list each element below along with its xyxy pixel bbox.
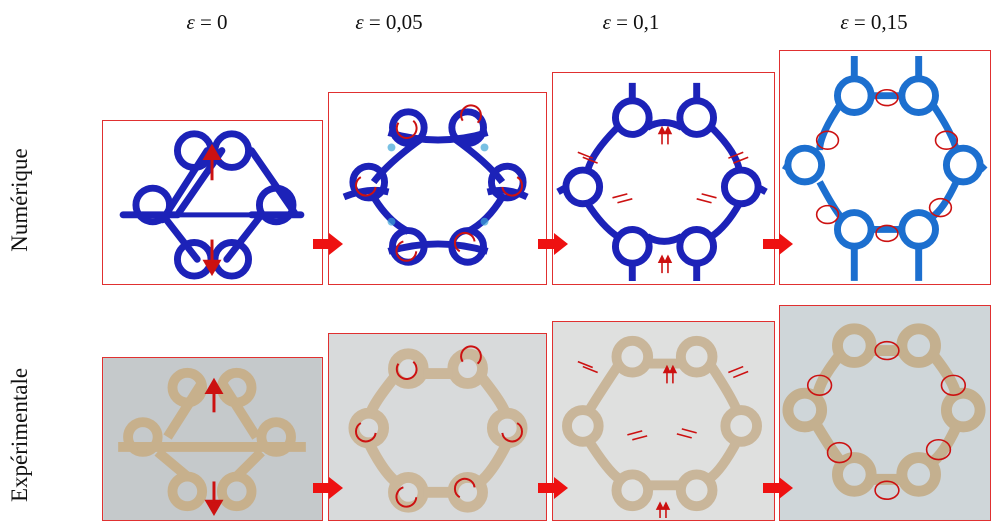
column-label-strain-015: ε = 0,15: [840, 10, 908, 34]
numeric-panel-strain-01: [552, 72, 775, 285]
photo-structure-strain-015: [780, 306, 990, 520]
step-arrow-photo-1: [313, 477, 343, 499]
step-arrow-photo-2: [538, 477, 568, 499]
numeric-structure-strain-0: [119, 130, 305, 280]
step-arrow-photo-3: [763, 477, 793, 499]
photo-panel-strain-01: [552, 321, 775, 521]
numeric-structure-strain-005: [342, 104, 529, 266]
photo-structure-strain-005: [329, 334, 546, 520]
numeric-panel-strain-015: [779, 50, 991, 285]
column-label-strain-005: ε = 0,05: [355, 10, 423, 34]
numeric-structure-strain-01: [556, 82, 768, 282]
step-arrow-numeric-2: [538, 233, 568, 255]
photo-structure-strain-01: [553, 322, 774, 520]
column-label-strain-01: ε = 0,1: [602, 10, 660, 34]
photo-panel-strain-015: [779, 305, 991, 521]
column-label-strain-0: ε = 0: [186, 10, 228, 34]
numeric-panel-strain-0: [102, 120, 323, 285]
step-arrow-numeric-3: [763, 233, 793, 255]
photo-structure-strain-0: [103, 358, 322, 520]
photo-panel-strain-005: [328, 333, 547, 521]
row-label-experimentale: Expérimentale: [7, 367, 32, 503]
step-arrow-numeric-1: [313, 233, 343, 255]
row-label-numerique: Numérique: [7, 148, 32, 252]
numeric-panel-strain-005: [328, 92, 547, 285]
numeric-structure-strain-015: [781, 56, 988, 281]
photo-panel-strain-0: [102, 357, 323, 521]
